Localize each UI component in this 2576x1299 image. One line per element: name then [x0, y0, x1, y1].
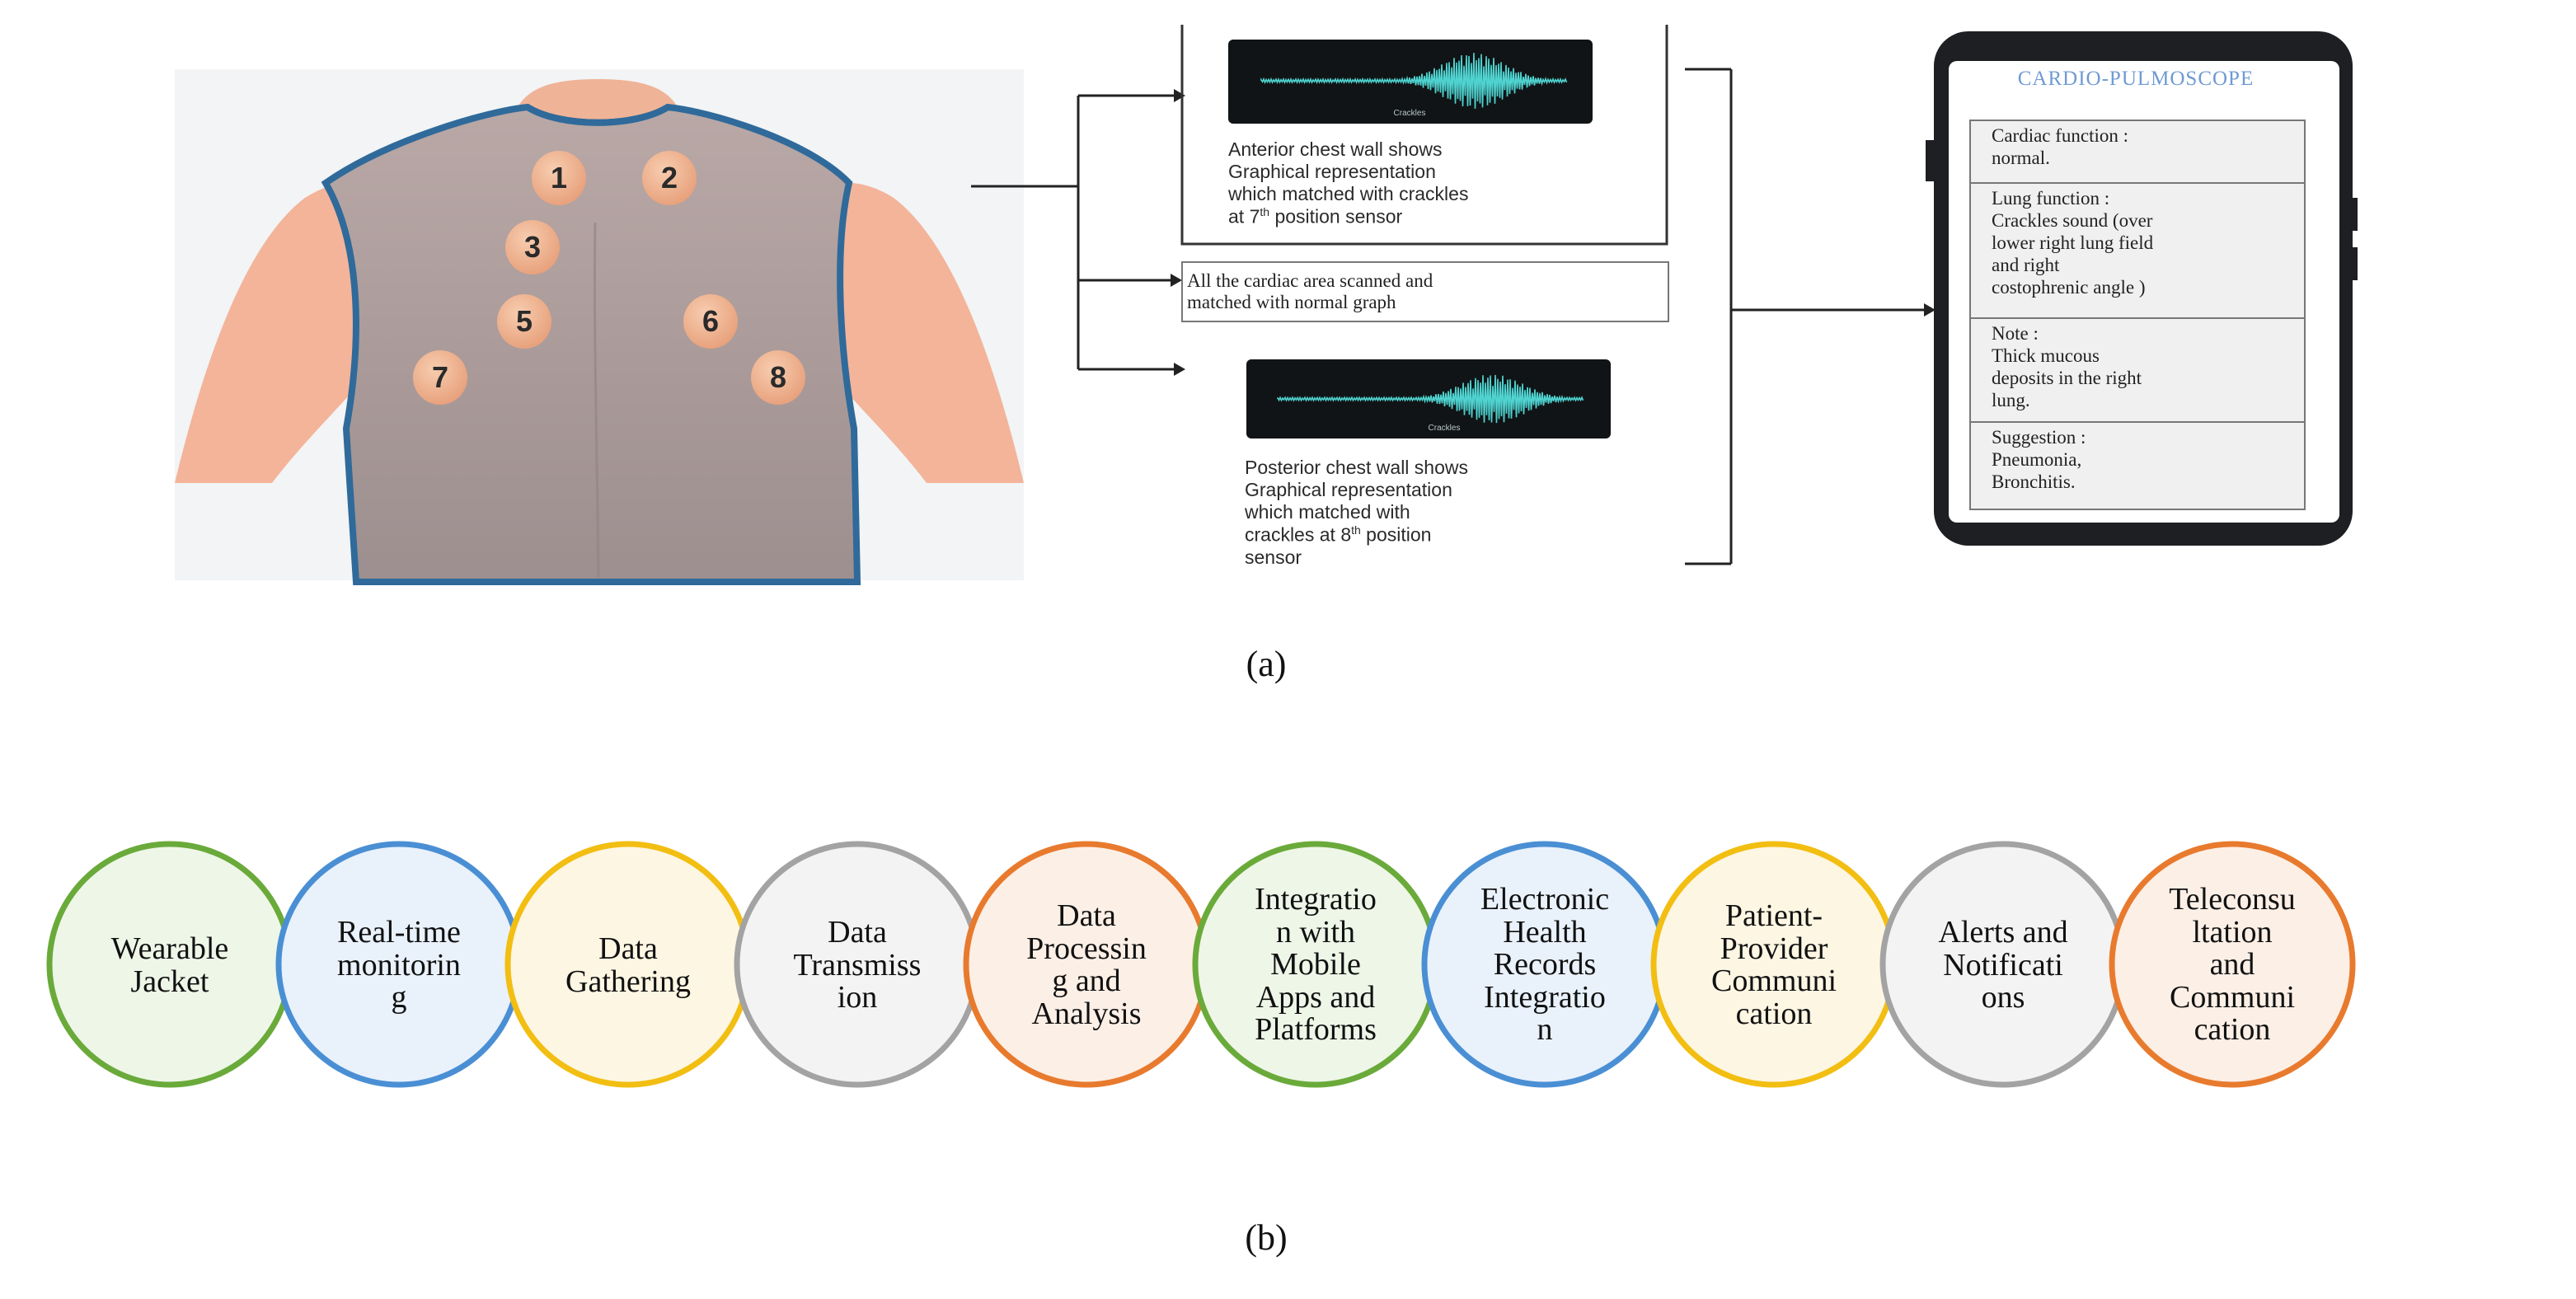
sensor-label-7: 7: [431, 360, 449, 394]
jacket: [321, 103, 861, 585]
right-arm: [811, 182, 1024, 483]
step-label-9: Alerts and Notificati ons: [1938, 915, 2068, 1015]
sensor-6: [683, 294, 738, 349]
sensor-label-5: 5: [515, 304, 533, 338]
anterior-description-sup: th: [1260, 205, 1270, 219]
sensor-5: [497, 294, 551, 349]
posterior-wave-caption: Crackles: [1428, 424, 1461, 433]
sensor-1: [532, 151, 586, 205]
step-label-10: Teleconsu ltation and Communi cation: [2169, 882, 2296, 1048]
phone-cell-lung: Lung function : Crackles sound (over low…: [1992, 188, 2154, 298]
sensor-8: [751, 350, 805, 405]
anterior-box: [1180, 25, 1668, 246]
step-label-3: Data Gathering: [565, 931, 691, 999]
spine-line: [593, 222, 600, 578]
sensor-7: [413, 350, 467, 405]
step-label-1: Wearable Jacket: [110, 931, 229, 999]
sensor-label-3: 3: [523, 230, 542, 264]
left-arm: [175, 182, 387, 483]
neck: [511, 79, 684, 124]
sensor-label-1: 1: [550, 161, 568, 195]
sensor-3: [505, 220, 560, 274]
phone-cell-note: Note : Thick mucous deposits in the righ…: [1992, 323, 2142, 410]
step-10: [2109, 841, 2356, 1088]
step-label-2: Real-time monitorin g: [337, 915, 461, 1015]
phone-title: CARDIO-PULMOSCOPE: [2017, 68, 2255, 90]
step-label-6: Integratio n with Mobile Apps and Platfo…: [1255, 882, 1377, 1048]
sensor-label-2: 2: [660, 161, 678, 195]
phone-cell-panel: [1969, 120, 2306, 510]
phone-cell-cardiac: Cardiac function : normal.: [1992, 125, 2129, 168]
posterior-description-suffix: position sensor: [1245, 524, 1432, 569]
posterior-crackles-wave: [1277, 374, 1584, 424]
connectors: [971, 68, 1924, 565]
cardiac-box-text: All the cardiac area scanned and matched…: [1187, 270, 1433, 313]
sensor-label-6: 6: [701, 304, 720, 338]
anterior-description-suffix: position sensor: [1269, 206, 1403, 228]
cardiac-box: [1181, 261, 1669, 322]
sensor-group: [413, 151, 805, 405]
step-label-7: Electronic Health Records Integratio n: [1480, 882, 1610, 1048]
posterior-description: Posterior chest wall shows Graphical rep…: [1245, 457, 1673, 569]
workflow-steps: [46, 841, 2356, 1088]
anterior-crackles-wave: [1260, 53, 1568, 109]
step-label-4: Data Transmiss ion: [793, 915, 922, 1015]
posterior-description-text: Posterior chest wall shows Graphical rep…: [1245, 457, 1468, 546]
step-label-8: Patient- Provider Communi cation: [1710, 898, 1837, 1031]
panel-b-label: (b): [1245, 1217, 1288, 1258]
anterior-description: Anterior chest wall shows Graphical repr…: [1228, 138, 1657, 228]
posterior-description-sup: th: [1351, 523, 1361, 537]
anterior-wave-caption: Crackles: [1393, 109, 1426, 118]
panel-a-label: (a): [1246, 644, 1287, 684]
sensor-label-8: 8: [769, 360, 787, 394]
step-label-5: Data Processin g and Analysis: [1026, 898, 1147, 1031]
phone-cell-suggestion: Suggestion : Pneumonia, Bronchitis.: [1992, 427, 2086, 492]
sensor-2: [642, 151, 697, 205]
anterior-description-text: Anterior chest wall shows Graphical repr…: [1228, 138, 1469, 228]
arrowheads: [1171, 89, 1936, 376]
step-circle-10: [2109, 841, 2356, 1088]
